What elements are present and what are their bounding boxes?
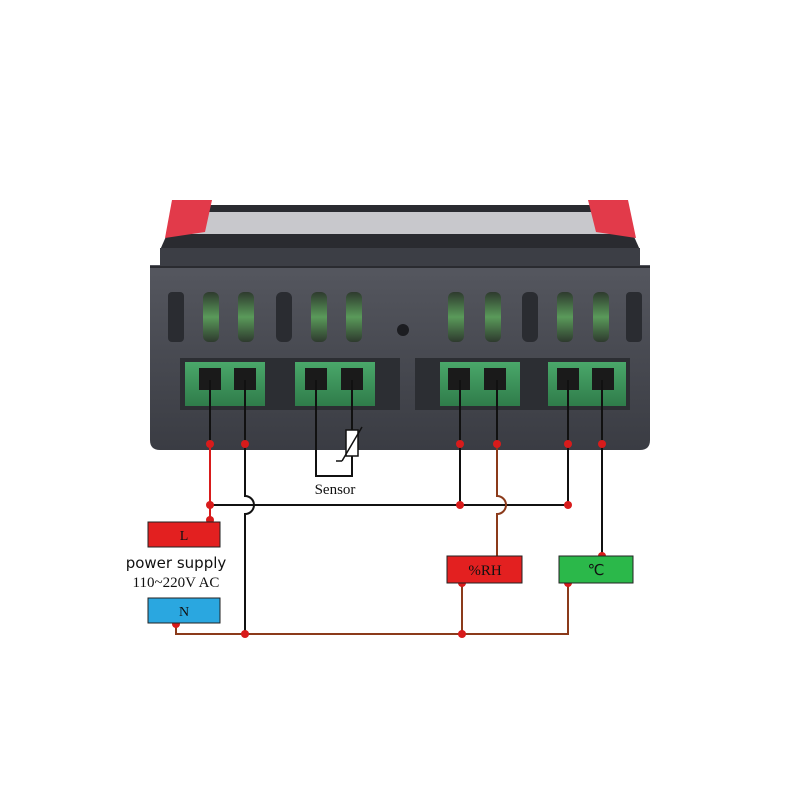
- terminal-screw-hole: [199, 368, 221, 390]
- terminal-screw-hole: [592, 368, 614, 390]
- front-panel-strip: [185, 212, 615, 234]
- vent-slot: [626, 292, 642, 342]
- terminal-block-right: [440, 362, 626, 406]
- junction-dot: [241, 440, 249, 448]
- vent-slot: [448, 292, 464, 342]
- vent-slot: [168, 292, 184, 342]
- vent-slot: [557, 292, 573, 342]
- junction-dot: [564, 440, 572, 448]
- junction-dot: [206, 501, 214, 509]
- housing-body: [150, 265, 650, 450]
- thermistor-slash: [336, 426, 363, 462]
- vent-slot: [593, 292, 609, 342]
- power-supply-label: power supply: [126, 554, 227, 572]
- vent-slot: [346, 292, 362, 342]
- junction-dot: [241, 630, 249, 638]
- center-screw: [397, 324, 409, 336]
- vent-slot: [276, 292, 292, 342]
- terminal-L-label: L: [180, 529, 189, 544]
- housing-top-ridge: [160, 248, 640, 268]
- terminal-rh-box: %RH: [446, 555, 523, 584]
- sensor-label: Sensor: [315, 482, 356, 498]
- vent-slot: [203, 292, 219, 342]
- terminal-block-left: [185, 362, 375, 406]
- junction-dot: [458, 630, 466, 638]
- terminal-screw-hole: [341, 368, 363, 390]
- junction-dot: [206, 440, 214, 448]
- wire-neutral-bottom: [175, 583, 569, 635]
- junction-dot: [493, 440, 501, 448]
- terminal-screw-hole: [234, 368, 256, 390]
- terminal-L-box: L: [147, 521, 221, 548]
- terminal-rh-label: %RH: [468, 563, 502, 579]
- junction-dot: [456, 440, 464, 448]
- vent-slot: [522, 292, 538, 342]
- wire-sensor: [315, 380, 353, 477]
- vent-slots: [168, 292, 642, 342]
- terminal-N-label: N: [179, 605, 189, 620]
- terminal-screw-hole: [484, 368, 506, 390]
- terminal-temp-label: ℃: [588, 561, 605, 579]
- terminal-N-box: N: [147, 597, 221, 624]
- terminal-screw-hole: [448, 368, 470, 390]
- vent-slot: [311, 292, 327, 342]
- vent-slot: [238, 292, 254, 342]
- vent-slot: [485, 292, 501, 342]
- junction-dots: [172, 440, 606, 638]
- terminal-temp-box: ℃: [558, 555, 634, 584]
- controller-housing: [150, 200, 650, 450]
- junction-dot: [456, 501, 464, 509]
- red-clip-left: [165, 200, 212, 238]
- wire-rh: [496, 444, 507, 556]
- junction-dot: [564, 501, 572, 509]
- red-clip-right: [588, 200, 636, 238]
- voltage-label: 110~220V AC: [133, 575, 220, 591]
- junction-dot: [598, 440, 606, 448]
- terminal-screw-hole: [305, 368, 327, 390]
- terminal-screw-hole: [557, 368, 579, 390]
